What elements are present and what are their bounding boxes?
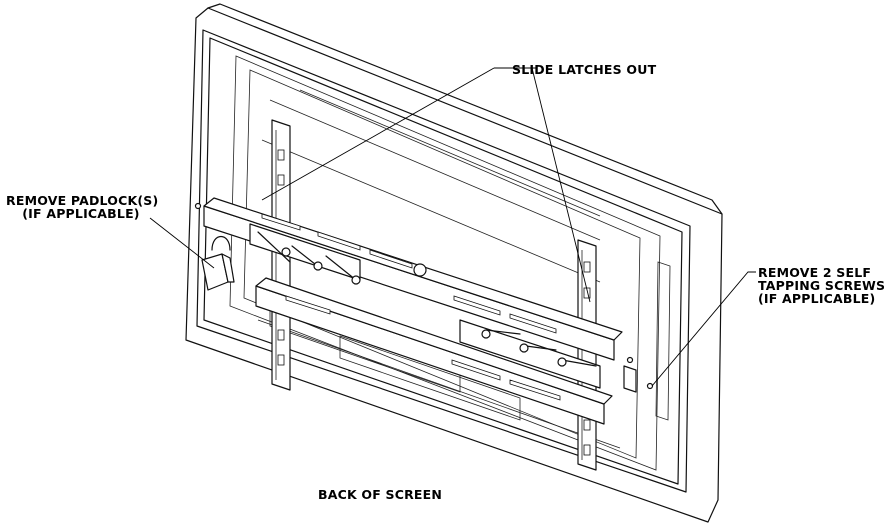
label-remove-padlock: REMOVE PADLOCK(S) (IF APPLICABLE) bbox=[6, 193, 159, 221]
padlock-icon bbox=[194, 202, 235, 291]
label-remove-screws-line1: REMOVE 2 SELF bbox=[758, 265, 872, 280]
label-remove-padlock-line1: REMOVE PADLOCK(S) bbox=[6, 193, 159, 208]
screen-back bbox=[185, 3, 723, 523]
label-remove-screws-line3: (IF APPLICABLE) bbox=[758, 291, 876, 306]
leader-padlock bbox=[149, 217, 215, 269]
label-remove-screws-line2: TAPPING SCREWS bbox=[758, 278, 884, 293]
label-slide-latches: SLIDE LATCHES OUT bbox=[512, 62, 657, 77]
leader-screws bbox=[651, 271, 756, 387]
label-remove-padlock-line2: (IF APPLICABLE) bbox=[22, 206, 140, 221]
vertical-rail-right bbox=[577, 239, 597, 471]
screw-icon bbox=[626, 356, 654, 390]
latch-assembly-left bbox=[249, 223, 361, 285]
lower-bracket bbox=[255, 277, 613, 425]
latch-assembly-right bbox=[459, 319, 637, 393]
label-remove-screws: REMOVE 2 SELF TAPPING SCREWS (IF APPLICA… bbox=[758, 266, 884, 305]
caption-back-of-screen: BACK OF SCREEN bbox=[318, 487, 443, 502]
leader-slide-latches bbox=[261, 67, 591, 303]
